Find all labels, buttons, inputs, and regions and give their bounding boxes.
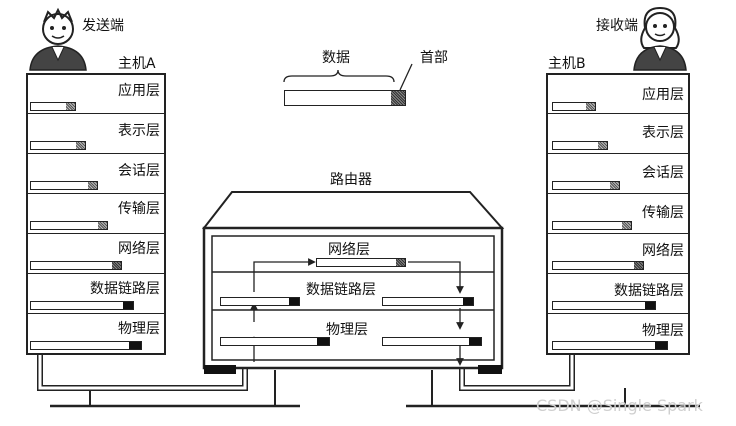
host-b-layer-datalink: 数据链路层 [614, 283, 684, 299]
host-a-layer-session: 会话层 [118, 163, 160, 179]
host-b-layer-network: 网络层 [642, 243, 684, 259]
host-b-pdu-physical [552, 341, 668, 350]
host-a-pdu-presentation [30, 141, 86, 150]
host-a-pdu-datalink [30, 301, 134, 310]
host-a-name: 主机A [118, 56, 156, 72]
router-pdu-network [316, 258, 406, 267]
host-b-pdu-application [552, 102, 596, 111]
receiver-label: 接收端 [596, 18, 638, 34]
router-title: 路由器 [330, 172, 372, 188]
host-b-pdu-session [552, 181, 620, 190]
router-layer-physical: 物理层 [326, 322, 368, 338]
router-pdu-physical-in [220, 337, 330, 346]
router-pdu-physical-out [382, 337, 482, 346]
header-pointer [400, 64, 412, 90]
host-a-layer-physical: 物理层 [118, 321, 160, 337]
host-a-layer-transport: 传输层 [118, 201, 160, 217]
host-a-pdu-application [30, 102, 76, 111]
sender-person-icon [30, 10, 86, 70]
router-pdu-datalink-out [382, 297, 474, 306]
host-b-pdu-presentation [552, 141, 608, 150]
host-b-layer-physical: 物理层 [642, 323, 684, 339]
host-b-pdu-datalink [552, 301, 656, 310]
host-a-pdu-session [30, 181, 98, 190]
host-a-pdu-network [30, 261, 122, 270]
router-port-right [478, 365, 502, 374]
host-a-layer-presentation: 表示层 [118, 123, 160, 139]
host-a-layer-datalink: 数据链路层 [90, 281, 160, 297]
router-layer-network: 网络层 [328, 242, 370, 258]
receiver-person-icon [634, 8, 686, 70]
host-b-pdu-network [552, 261, 644, 270]
host-b-layer-application: 应用层 [642, 87, 684, 103]
host-a-pdu-transport [30, 221, 108, 230]
legend-header-label: 首部 [420, 50, 448, 66]
host-b-layer-presentation: 表示层 [642, 125, 684, 141]
router-pdu-datalink-in [220, 297, 300, 306]
legend-pdu [284, 90, 406, 106]
host-b-layer-session: 会话层 [642, 165, 684, 181]
host-a-pdu-physical [30, 341, 142, 350]
router-layer-datalink: 数据链路层 [306, 282, 376, 298]
host-a-layer-application: 应用层 [118, 83, 160, 99]
router-port-left [204, 365, 236, 374]
host-b-name: 主机B [548, 56, 586, 72]
data-bracket [284, 70, 394, 82]
router-roof [204, 192, 502, 228]
host-a-stack: 应用层 表示层 会话层 传输层 网络层 数据链路层 物理层 [26, 73, 166, 355]
legend-data-label: 数据 [322, 50, 350, 66]
sender-label: 发送端 [82, 18, 124, 34]
host-a-layer-network: 网络层 [118, 241, 160, 257]
watermark: CSDN @Single Spark [536, 396, 703, 415]
host-b-layer-transport: 传输层 [642, 205, 684, 221]
host-b-stack: 应用层 表示层 会话层 传输层 网络层 数据链路层 物理层 [546, 73, 690, 355]
host-b-pdu-transport [552, 221, 632, 230]
